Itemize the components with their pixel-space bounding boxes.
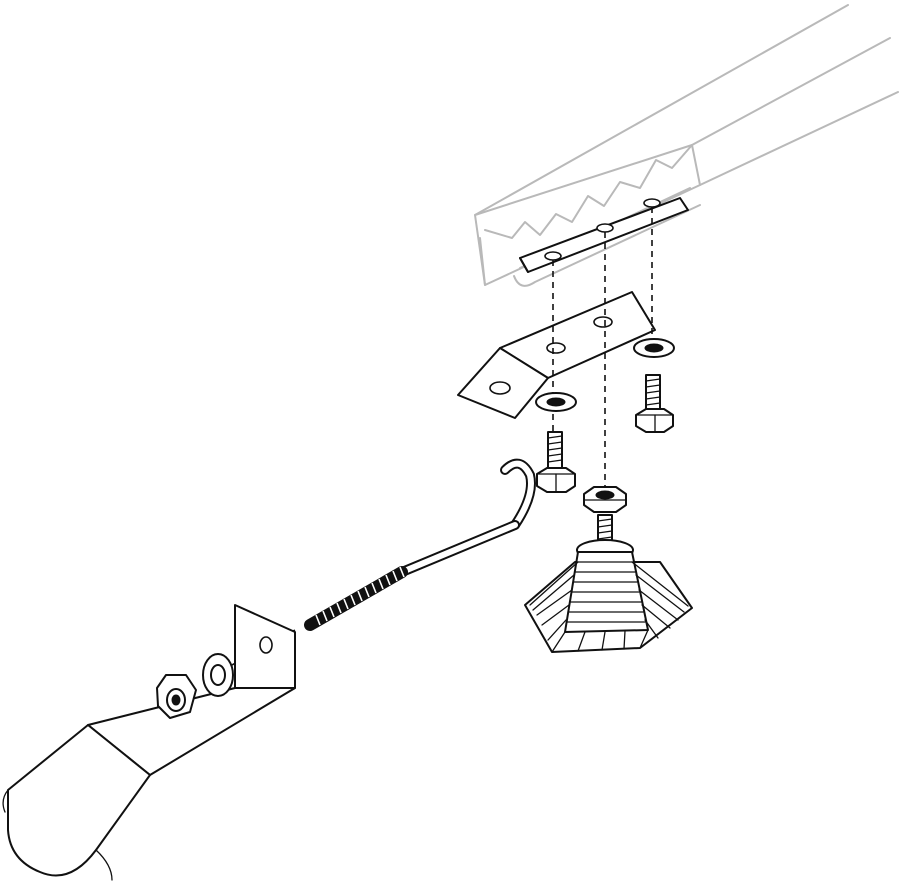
hex-bolt [635, 374, 674, 433]
bracket-hole-1 [546, 342, 566, 354]
hex-nut [156, 674, 197, 719]
washer [202, 653, 234, 697]
washer [633, 338, 675, 358]
bracket-hole-2 [593, 316, 613, 328]
bracket-hole-3 [489, 381, 511, 395]
mounting-plate [519, 197, 689, 273]
plate-hole-left [544, 251, 562, 261]
hex-bolt [536, 431, 576, 493]
j-hook-rod [304, 458, 536, 631]
hook-clamp [2, 604, 296, 881]
washer [535, 392, 577, 412]
clamp-hole [259, 636, 273, 654]
plate-hole-right [643, 198, 661, 208]
rail-channel [474, 4, 899, 287]
leveling-foot [524, 514, 693, 653]
angle-bracket [457, 291, 656, 419]
hex-nut [583, 486, 627, 513]
plate-hole-middle [596, 223, 614, 233]
